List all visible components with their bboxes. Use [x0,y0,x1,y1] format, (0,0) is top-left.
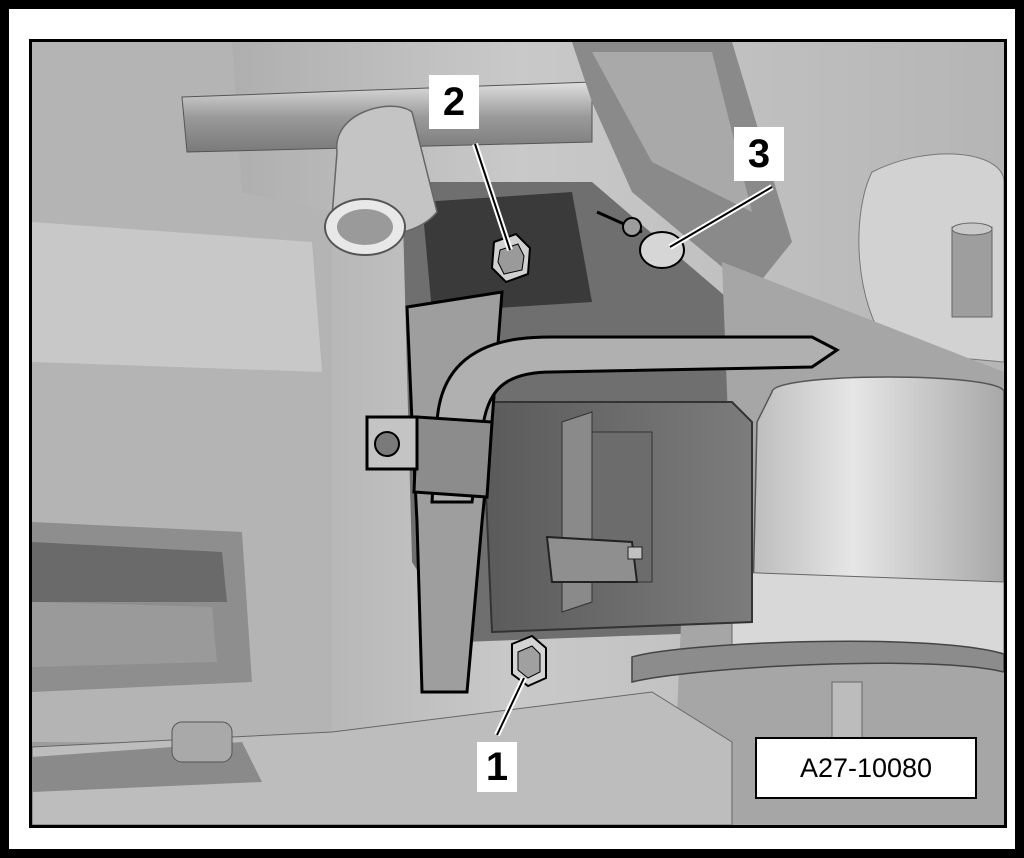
callout-3: 3 [734,127,784,181]
nut-2 [490,232,532,284]
nut-1 [511,634,547,688]
callout-2: 2 [429,75,479,129]
engine-bay-drawing [32,42,1004,825]
bolt-3 [596,210,685,269]
figure-reference-code: A27-10080 [755,737,977,799]
leader-lines [472,143,774,737]
technical-illustration: 2 3 1 [29,39,1007,828]
callout-1: 1 [477,742,517,792]
